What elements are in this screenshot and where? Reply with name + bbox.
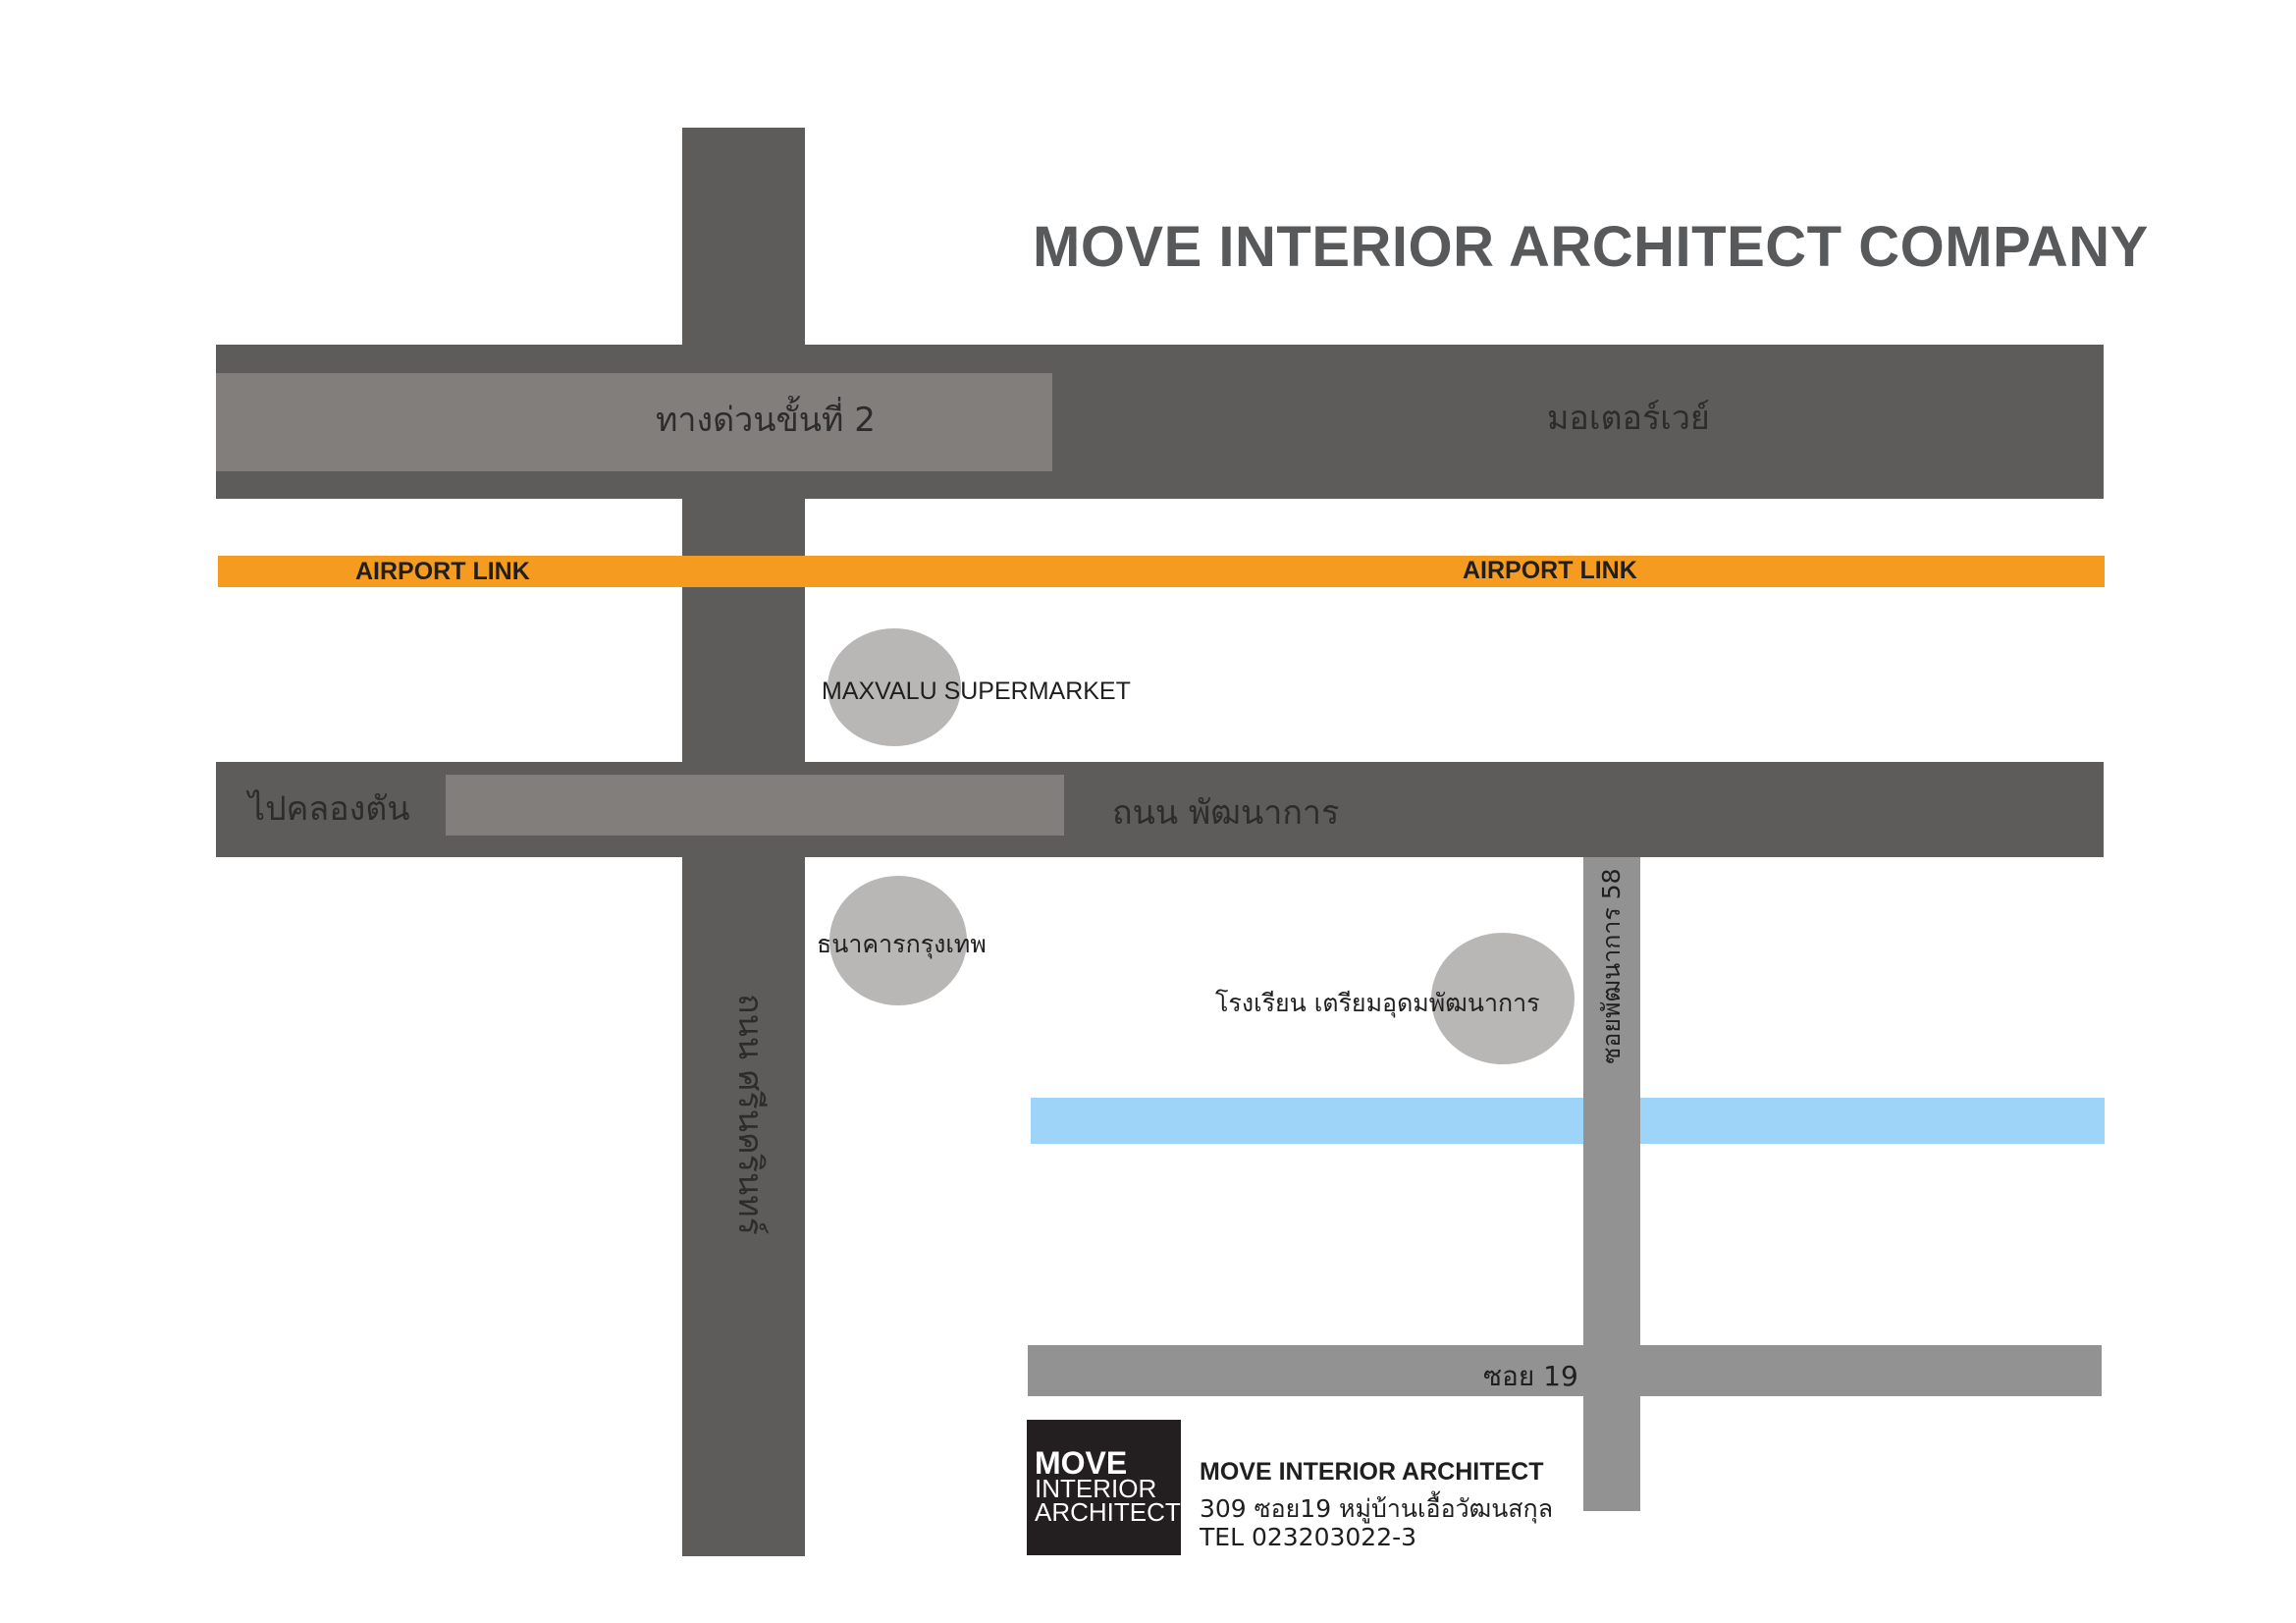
landmark-maxvalu-marker xyxy=(828,628,961,746)
contact-address: 309 ซอย19 หมู่บ้านเอื้อวัฒนสกุล xyxy=(1200,1494,1554,1523)
logo-line-move: MOVE xyxy=(1035,1445,1128,1481)
canal xyxy=(1031,1098,2105,1144)
label-maxvalu: MAXVALU SUPERMARKET xyxy=(822,677,1131,705)
road-expressway xyxy=(216,373,1052,471)
road-phatthanakan-overpass xyxy=(446,775,1064,836)
label-soi-phatthanakan-58: ซอยพัฒนาการ 58 xyxy=(1597,868,1626,1064)
label-phatthanakan: ถนน พัฒนาการ xyxy=(1112,793,1340,833)
contact-tel: TEL 023203022-3 xyxy=(1200,1523,1417,1551)
rail-airport-link xyxy=(218,556,2105,587)
label-to-khlong-tan: ไปคลองตัน xyxy=(248,789,410,829)
road-soi-19 xyxy=(1028,1345,2102,1396)
logo-line-architect: ARCHITECT xyxy=(1035,1497,1181,1527)
label-expressway: ทางด่วนขั้นที่ 2 xyxy=(656,401,876,440)
label-srinakarin: ถนน ศรีนครินทร์ xyxy=(730,994,770,1235)
label-school: โรงเรียน เตรียมอุดมพัฒนาการ xyxy=(1215,989,1540,1017)
road-soi-phatthanakan-58 xyxy=(1583,857,1640,1511)
label-soi-19: ซอย 19 xyxy=(1483,1360,1578,1392)
logo-line-interior: INTERIOR xyxy=(1035,1474,1157,1503)
landmark-school-marker xyxy=(1431,933,1575,1064)
landmark-bangkok-bank-marker xyxy=(829,876,967,1005)
label-airport-link-left: AIRPORT LINK xyxy=(355,558,530,585)
company-logo: MOVE INTERIOR ARCHITECT xyxy=(1027,1420,1181,1555)
label-motorway: มอเตอร์เวย์ xyxy=(1547,399,1710,438)
contact-company-name: MOVE INTERIOR ARCHITECT xyxy=(1200,1458,1544,1486)
label-airport-link-right: AIRPORT LINK xyxy=(1463,557,1637,584)
map-title: MOVE INTERIOR ARCHITECT COMPANY xyxy=(1033,215,2149,279)
label-bangkok-bank: ธนาคารกรุงเทพ xyxy=(817,930,987,958)
